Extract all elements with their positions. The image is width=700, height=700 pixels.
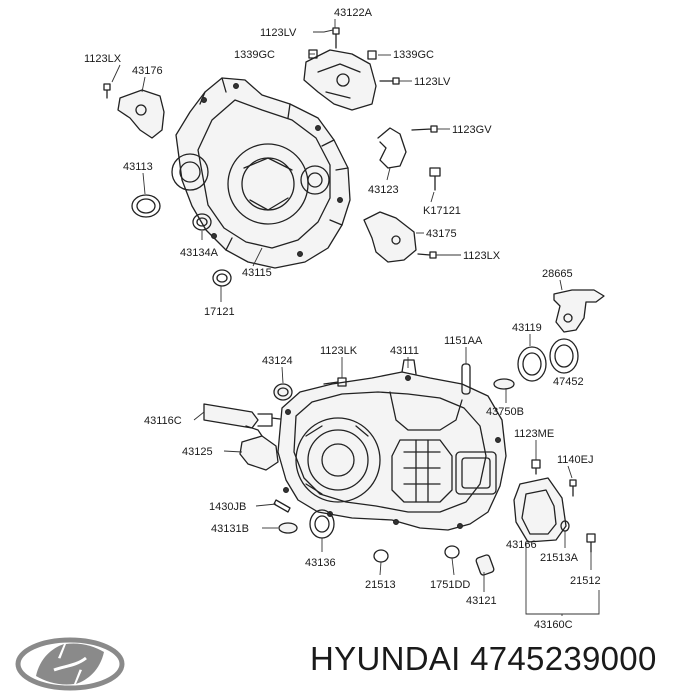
label-43111: 43111: [390, 345, 419, 357]
plug-21512: [586, 533, 596, 553]
bolt-K17121: [429, 167, 441, 191]
label-43116C: 43116C: [144, 415, 182, 427]
label-43125: 43125: [182, 446, 213, 458]
label-1123ME: 1123ME: [514, 428, 554, 440]
label-28665: 28665: [542, 268, 573, 280]
bolt-1140EJ: [569, 479, 577, 497]
nut-1339GC-right: [367, 50, 377, 60]
hyundai-logo-icon: [15, 637, 125, 691]
label-K17121: K17121: [423, 205, 461, 217]
washer-1751DD: [444, 545, 460, 559]
bracket-28665: [553, 289, 605, 333]
label-1123GV: 1123GV: [452, 124, 492, 136]
label-43176: 43176: [132, 65, 163, 77]
bushing-43124: [273, 383, 293, 401]
label-43131B: 43131B: [211, 523, 249, 535]
transaxle-case-43111: [277, 359, 507, 531]
gasket-43125: [239, 435, 279, 471]
label-43124: 43124: [262, 355, 293, 367]
label-21513A: 21513A: [540, 552, 579, 564]
label-1339GC-right: 1339GC: [393, 49, 434, 61]
part-labels: 43122A 1123LV 1339GC 1339GC 1123LV 1123L…: [84, 7, 601, 631]
label-1339GC-left: 1339GC: [234, 49, 275, 61]
label-1751DD: 1751DD: [430, 579, 470, 591]
label-21512: 21512: [570, 575, 601, 587]
plug-43750B: [493, 378, 515, 390]
sealant-tube-43116C: [203, 403, 281, 437]
nut-1339GC-left: [308, 49, 318, 59]
seal-47452: [549, 338, 579, 374]
clamp-43123: [377, 125, 438, 169]
label-1430JB: 1430JB: [209, 501, 246, 513]
bolt-1123ME: [531, 459, 541, 475]
label-17121: 17121: [204, 306, 235, 318]
bracket-43122A: [303, 49, 377, 111]
label-43175: 43175: [426, 228, 457, 240]
label-1123LV-right: 1123LV: [414, 76, 451, 88]
label-43136: 43136: [305, 557, 336, 569]
seal-43136: [309, 509, 335, 539]
label-1140EJ: 1140EJ: [557, 454, 594, 466]
label-43750B: 43750B: [486, 406, 524, 418]
label-1123LK: 1123LK: [320, 345, 358, 357]
label-43119: 43119: [512, 322, 542, 334]
label-1123LV-top: 1123LV: [260, 27, 297, 39]
label-1123LX-top: 1123LX: [84, 53, 122, 65]
label-47452: 47452: [553, 376, 584, 388]
oil-seal-43113: [131, 194, 161, 218]
label-43166: 43166: [506, 539, 537, 551]
washer-21513: [373, 549, 389, 563]
leader-lines: [111, 19, 600, 616]
label-21513: 21513: [365, 579, 396, 591]
cap-43131B: [278, 522, 298, 534]
label-1123LX-mid: 1123LX: [463, 250, 501, 262]
seal-43134A: [192, 213, 212, 231]
bracket-43176: [103, 83, 165, 139]
bracket-43175: [363, 211, 437, 263]
label-43160C: 43160C: [534, 619, 573, 631]
label-43115: 43115: [242, 267, 272, 279]
pin-17121: [212, 269, 232, 287]
label-43122A: 43122A: [334, 7, 373, 19]
label-43113: 43113: [123, 161, 153, 173]
label-1151AA: 1151AA: [444, 335, 483, 347]
seal-43119: [517, 346, 547, 382]
part-number-caption: HYUNDAI 4745239000: [310, 640, 657, 677]
bolt-1123LK: [323, 377, 347, 387]
clutch-housing-43115: [171, 77, 351, 269]
bolt-1123LV-top: [332, 27, 340, 49]
label-43121: 43121: [466, 595, 497, 607]
label-43123: 43123: [368, 184, 399, 196]
label-43134A: 43134A: [180, 247, 219, 259]
cover-43166: [513, 477, 567, 543]
bolt-1123LV-right: [379, 77, 400, 85]
pin-1430JB: [273, 499, 291, 513]
plug-43121: [475, 554, 495, 576]
